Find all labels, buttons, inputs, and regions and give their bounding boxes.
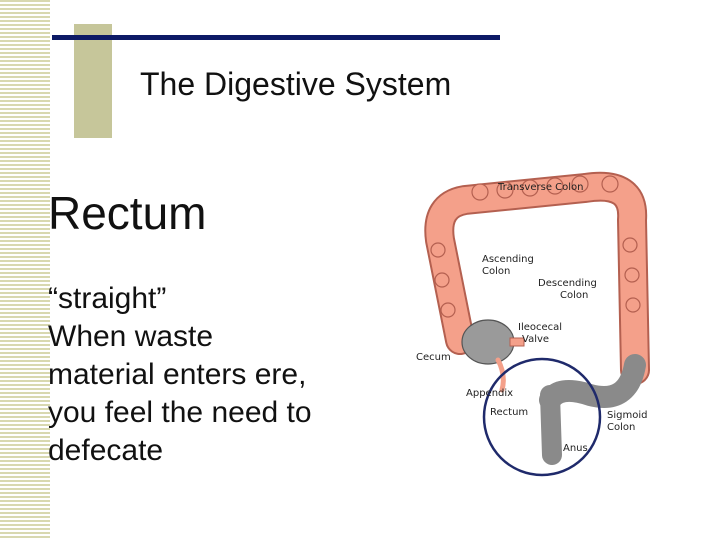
label-appendix: Appendix — [466, 388, 513, 399]
body-line: “straight” — [48, 282, 167, 315]
body-line: you feel the need to — [48, 396, 312, 429]
title-rule — [52, 35, 500, 40]
label-ileocecal-valve: Ileocecal — [518, 322, 562, 333]
body-text: “straight” When waste material enters er… — [48, 280, 393, 470]
body-line: material enters ere, — [48, 358, 307, 391]
body-line: When waste — [48, 320, 214, 353]
label-descending-colon: Descending — [538, 278, 597, 289]
label-sigmoid-colon: Sigmoid — [607, 410, 647, 421]
label-descending-colon: Colon — [560, 290, 588, 301]
decorative-stripe-band — [0, 0, 50, 540]
label-ascending-colon: Colon — [482, 266, 510, 277]
haustra — [430, 175, 641, 318]
label-sigmoid-colon: Colon — [607, 422, 635, 433]
label-ileocecal-valve: Valve — [522, 334, 549, 345]
slide-title: The Digestive System — [140, 66, 452, 102]
label-anus: Anus — [563, 443, 588, 454]
colon-diagram: Transverse Colon Ascending Colon Descend… — [416, 171, 650, 477]
body-line: defecate — [48, 434, 164, 467]
ileum — [509, 337, 525, 347]
rectum — [540, 385, 562, 465]
section-heading: Rectum — [48, 187, 207, 239]
label-transverse-colon: Transverse Colon — [497, 182, 583, 193]
cecum — [461, 319, 515, 365]
label-ascending-colon: Ascending — [482, 254, 534, 265]
label-rectum: Rectum — [490, 407, 528, 418]
label-cecum: Cecum — [416, 352, 451, 363]
decorative-accent-block — [74, 24, 112, 138]
rectum-highlight-circle — [482, 357, 602, 477]
